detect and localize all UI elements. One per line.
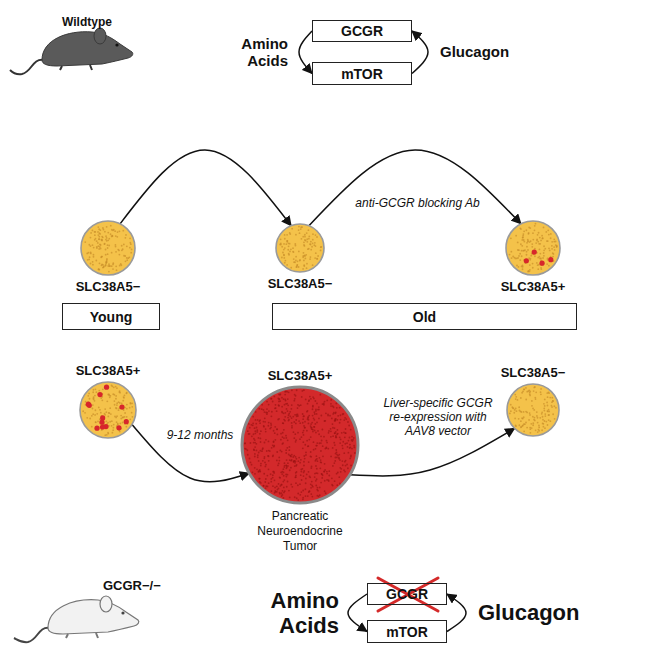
arrow-connector [132,424,249,481]
cell-texture [244,389,356,501]
box-label: Old [413,309,436,325]
circle-outline [80,382,136,438]
circle-shape [78,218,138,278]
label-box: GCGR [312,20,412,42]
tumor-label: Pancreatic Neuroendocrine Tumor [240,509,360,554]
arrow-connector [309,150,521,226]
islet-circle: SLC38A5+ [468,221,598,275]
tumor-circle: SLC38A5+Pancreatic Neuroendocrine Tumor [235,387,365,503]
circle-shape [504,381,562,439]
circle-outline [507,384,559,436]
box-label: Young [90,309,133,325]
arrow-label: Glucagon [478,600,588,625]
wildtype-mouse [10,28,133,74]
cell-texture [279,226,322,270]
arrow-label: Amino Acids [255,588,339,638]
circle-label: SLC38A5+ [468,279,598,294]
cell-texture [82,385,133,437]
arrow-connector [412,31,428,74]
circle-outline [276,224,324,272]
circle-shape [77,379,139,441]
circle-outline [242,387,358,503]
label-box: mTOR [312,62,412,85]
arrow-label: Glucagon [440,43,530,60]
label-box: mTOR [367,620,447,643]
circle-outline [506,221,560,275]
label-box: Old [272,303,577,330]
circle-label: SLC38A5− [468,365,598,380]
genotype-label: GCGR−/− [103,578,161,593]
knockout-mouse [14,596,139,642]
circle-shape [273,221,327,275]
circle-label: SLC38A5− [235,276,365,291]
mouse-label: Wildtype [62,15,112,29]
arrow-connector [299,31,312,74]
circle-label: SLC38A5+ [43,363,173,378]
arrow-label: anti-GCGR blocking Ab [350,196,485,210]
arrow-label: Liver-specific GCGR re-expression with A… [378,396,498,438]
positive-cells [86,385,129,431]
arrow-label: Amino Acids [234,35,288,69]
circle-label: SLC38A5+ [235,368,365,383]
positive-cells [524,250,554,266]
arrow-connector [447,594,466,632]
box-label: mTOR [386,624,428,640]
islet-circle: SLC38A5− [235,224,365,272]
islet-circle: SLC38A5− [43,221,173,275]
label-box: GCGR [367,583,447,605]
box-label: GCGR [341,23,383,39]
arrow-connector [120,150,291,226]
box-label: GCGR [386,586,428,602]
arrow-label: 9-12 months [160,428,240,442]
label-box: Young [62,303,160,330]
box-label: mTOR [341,66,383,82]
cell-texture [84,225,132,273]
circle-shape [239,384,361,506]
arrow-connector [348,594,367,632]
circle-label: SLC38A5− [43,279,173,294]
cell-texture [509,223,558,273]
islet-circle: SLC38A5+ [43,382,173,438]
circle-outline [81,221,135,275]
circle-shape [503,218,563,278]
cell-texture [509,386,557,434]
